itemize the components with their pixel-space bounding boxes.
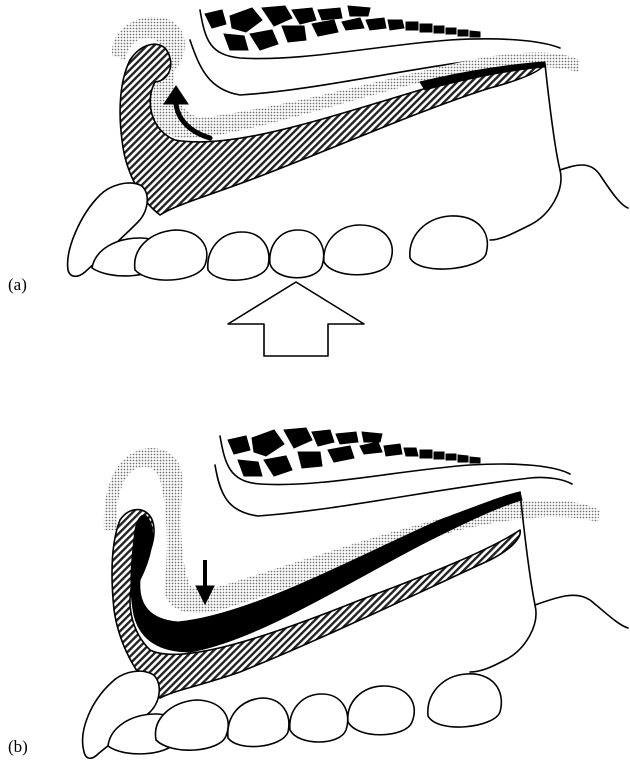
upward-force-arrow [228, 282, 364, 356]
panel-label-a: (a) [8, 275, 27, 294]
jaw-outline-lower-a [490, 170, 561, 240]
jaw-outline-lower-b [470, 605, 536, 672]
jaw-outline-a [545, 64, 628, 208]
panel-label-b: (b) [8, 737, 28, 756]
panel-b: (b) [8, 428, 628, 758]
turbinate-bone-a [205, 6, 480, 50]
panel-a: (a) [8, 6, 628, 356]
mucosa-b [104, 448, 600, 613]
turbinate-bone-b [228, 428, 480, 476]
teeth-row-a [92, 216, 487, 280]
